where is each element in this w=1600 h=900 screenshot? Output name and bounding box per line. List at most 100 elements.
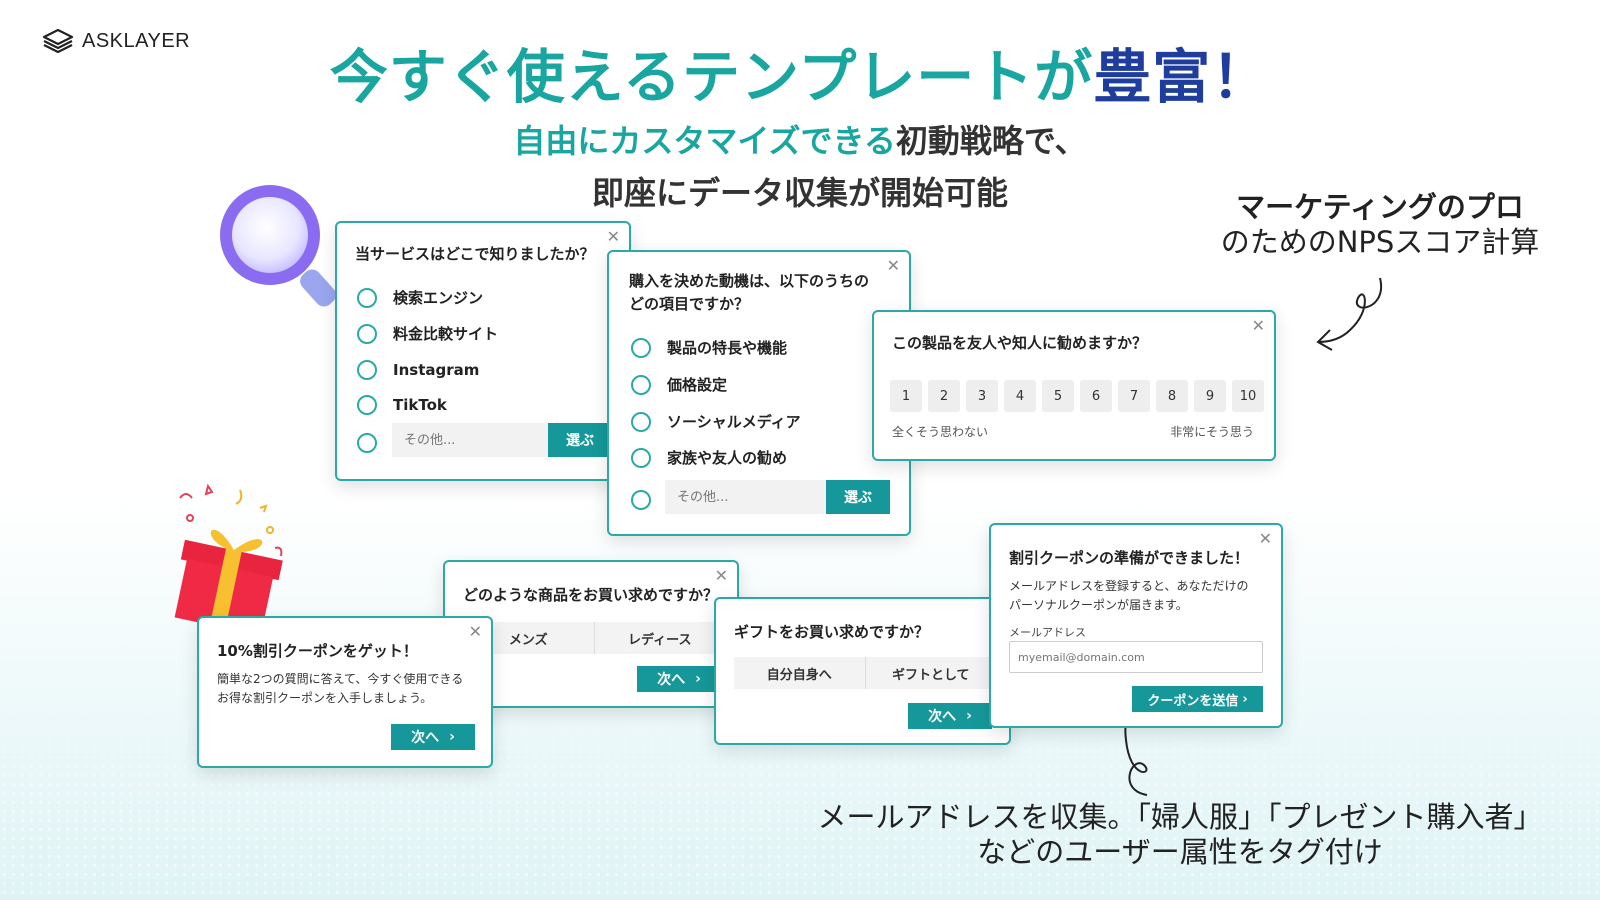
survey2-option[interactable]: 家族や友人の勧め xyxy=(631,447,787,468)
email-coupon-desc-line1: メールアドレスを登録すると、あなただけの xyxy=(1009,579,1249,593)
brand-logo[interactable]: ASKLAYER xyxy=(42,28,190,54)
subheadline-line2: 即座にデータ収集が開始可能 xyxy=(591,174,1008,212)
survey1-other-input[interactable] xyxy=(392,423,549,457)
nps-score-9[interactable]: 9 xyxy=(1194,380,1226,412)
gift-option-self[interactable]: 自分自身へ xyxy=(766,667,832,683)
coupon10-desc-line1: 簡単な2つの質問に答えて、今すぐ使用できる xyxy=(217,672,464,686)
email-coupon-card: ✕ 割引クーポンの準備ができました！ メールアドレスを登録すると、あなただけの … xyxy=(989,523,1283,728)
chevron-right-icon: › xyxy=(1242,691,1248,707)
email-callout-line2: などのユーザー属性をタグ付け xyxy=(977,834,1383,869)
email-input[interactable] xyxy=(1009,641,1263,673)
nps-score-6[interactable]: 6 xyxy=(1080,380,1112,412)
close-icon[interactable]: ✕ xyxy=(714,566,728,585)
layers-logo-icon xyxy=(42,28,74,54)
coupon10-next-button[interactable]: 次へ› xyxy=(391,724,475,750)
survey1-submit-button[interactable]: 選ぶ xyxy=(548,423,612,457)
option-label: 価格設定 xyxy=(667,376,728,394)
headline-accent: 豊富！ xyxy=(1093,43,1271,111)
products-card: ✕ どのような商品をお買い求めですか？ メンズ レディース 次へ› xyxy=(443,560,739,708)
email-callout-line1: メールアドレスを収集。「婦人服」「プレゼント購入者」 xyxy=(817,800,1543,834)
close-icon[interactable]: ✕ xyxy=(886,256,900,275)
survey-card-source: ✕ 当サービスはどこで知りましたか？ 検索エンジン 料金比較サイト Instag… xyxy=(335,221,631,481)
survey1-option-other[interactable] xyxy=(357,433,377,453)
email-callout: メールアドレスを収集。「婦人服」「プレゼント購入者」 などのユーザー属性をタグ付… xyxy=(770,800,1590,870)
gift-option-present[interactable]: ギフトとして xyxy=(864,657,997,689)
survey2-submit-button[interactable]: 選ぶ xyxy=(826,480,890,514)
nps-score-4[interactable]: 4 xyxy=(1004,380,1036,412)
radio-icon xyxy=(631,337,651,358)
subheadline-teal: 自由にカスタマイズできる xyxy=(513,122,896,160)
headline-main: 今すぐ使えるテンプレートが xyxy=(329,43,1094,111)
nps-scale: 1 2 3 4 5 6 7 8 9 10 xyxy=(890,380,1264,412)
magnifier-illustration xyxy=(220,185,336,307)
radio-icon xyxy=(631,490,651,510)
nps-card: ✕ この製品を友人や知人に勧めますか？ 1 2 3 4 5 6 7 8 9 10… xyxy=(872,310,1276,461)
option-label: 製品の特長や機能 xyxy=(667,339,788,357)
subheadline-rest: 初動戦略で、 xyxy=(895,122,1087,160)
coupon10-desc-line2: お得な割引クーポンを入手しましょう。 xyxy=(217,690,433,705)
survey1-option[interactable]: Instagram xyxy=(357,360,479,380)
nps-score-8[interactable]: 8 xyxy=(1156,380,1188,412)
email-label: メールアドレス xyxy=(1009,626,1086,639)
products-next-button[interactable]: 次へ› xyxy=(637,666,721,692)
survey2-option[interactable]: ソーシャルメディア xyxy=(631,411,801,432)
nps-score-3[interactable]: 3 xyxy=(966,380,998,412)
radio-icon xyxy=(631,447,651,468)
page-headline: 今すぐ使えるテンプレートが豊富！ xyxy=(0,30,1600,114)
survey2-option-other[interactable] xyxy=(631,490,651,510)
survey-card-motive: ✕ 購入を決めた動機は、以下のうちの どの項目ですか？ 製品の特長や機能 価格設… xyxy=(607,250,911,536)
send-coupon-button[interactable]: クーポンを送信› xyxy=(1132,686,1263,712)
products-question: どのような商品をお買い求めですか？ xyxy=(463,586,719,604)
survey2-other-input[interactable] xyxy=(665,480,827,514)
survey2-question: 購入を決めた動機は、以下のうちの どの項目ですか？ xyxy=(629,270,869,315)
option-label: Instagram xyxy=(393,361,480,379)
option-label: 料金比較サイト xyxy=(393,325,499,343)
survey1-option[interactable]: TikTok xyxy=(357,395,447,415)
nps-score-7[interactable]: 7 xyxy=(1118,380,1150,412)
survey2-option[interactable]: 価格設定 xyxy=(631,374,727,395)
radio-icon xyxy=(357,360,377,380)
close-icon[interactable]: ✕ xyxy=(468,622,482,641)
nps-callout-rest: のためのNPSスコア計算 xyxy=(1220,224,1540,259)
option-label: TikTok xyxy=(393,396,447,414)
nps-low-label: 全くそう思わない xyxy=(892,425,989,439)
nps-score-1[interactable]: 1 xyxy=(890,380,922,412)
nps-score-10[interactable]: 10 xyxy=(1232,380,1264,412)
email-coupon-title: 割引クーポンの準備ができました！ xyxy=(1009,549,1250,567)
survey2-question-line1: 購入を決めた動機は、以下のうちの xyxy=(629,272,870,290)
products-option-mens[interactable]: メンズ xyxy=(508,632,548,648)
brand-name: ASKLAYER xyxy=(82,29,191,52)
email-coupon-desc-line2: パーソナルクーポンが届きます。 xyxy=(1009,597,1188,612)
nps-high-label: 非常にそう思う xyxy=(1170,425,1254,439)
close-icon[interactable]: ✕ xyxy=(1258,529,1272,548)
survey2-option[interactable]: 製品の特長や機能 xyxy=(631,337,787,358)
next-label: 次へ xyxy=(411,730,440,746)
coupon10-title: 10%割引クーポンをゲット！ xyxy=(217,642,418,660)
subheadline-line1: 自由にカスタマイズできる初動戦略で、 xyxy=(0,116,1600,162)
close-icon[interactable]: ✕ xyxy=(606,227,620,246)
radio-icon xyxy=(631,411,651,432)
survey1-option[interactable]: 検索エンジン xyxy=(357,287,483,308)
option-label: ソーシャルメディア xyxy=(667,413,801,431)
radio-icon xyxy=(357,433,377,453)
nps-callout: マーケティングのプロ のためのNPSスコア計算 xyxy=(1195,190,1565,260)
curly-arrow-icon xyxy=(1316,277,1383,351)
next-label: 次へ xyxy=(657,672,686,688)
products-option-ladies[interactable]: レディース xyxy=(593,622,726,654)
option-label: 家族や友人の勧め xyxy=(667,449,788,467)
coupon10-card: ✕ 10%割引クーポンをゲット！ 簡単な2つの質問に答えて、今すぐ使用できる お… xyxy=(197,616,493,768)
products-segment: メンズ レディース xyxy=(463,622,725,654)
option-label: 検索エンジン xyxy=(393,289,484,307)
survey1-option[interactable]: 料金比較サイト xyxy=(357,323,498,344)
gift-next-button[interactable]: 次へ› xyxy=(908,703,992,729)
send-coupon-label: クーポンを送信 xyxy=(1147,693,1239,709)
close-icon[interactable]: ✕ xyxy=(1251,316,1265,335)
radio-icon xyxy=(357,395,377,415)
gift-question: ギフトをお買い求めですか？ xyxy=(734,623,930,641)
radio-icon xyxy=(357,287,377,308)
survey1-question: 当サービスはどこで知りましたか？ xyxy=(355,245,595,263)
radio-icon xyxy=(357,323,377,344)
email-coupon-description: メールアドレスを登録すると、あなただけの パーソナルクーポンが届きます。 xyxy=(1009,577,1249,614)
nps-score-2[interactable]: 2 xyxy=(928,380,960,412)
nps-score-5[interactable]: 5 xyxy=(1042,380,1074,412)
